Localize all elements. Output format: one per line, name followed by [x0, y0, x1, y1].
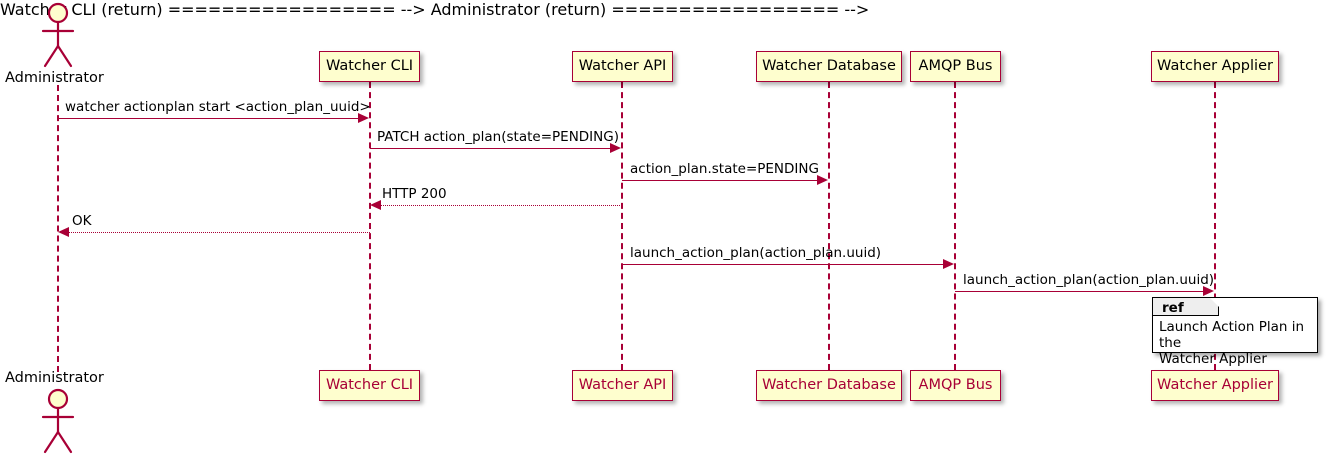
message-line-1	[58, 118, 359, 119]
message-arrowhead-5	[58, 227, 69, 237]
lifeline-watcher-cli	[369, 82, 371, 370]
message-arrowhead-4	[370, 200, 381, 210]
message-line-3	[622, 180, 818, 181]
actor-label-administrator-bottom: Administrator	[5, 370, 104, 386]
message-label-1: watcher actionplan start <action_plan_uu…	[65, 99, 371, 115]
actor-stick-figure-icon	[41, 388, 75, 454]
message-label-4: HTTP 200	[382, 186, 447, 202]
message-label-3: action_plan.state=PENDING	[630, 161, 819, 177]
actor-administrator-top	[30, 2, 88, 72]
actor-label-administrator-top: Administrator	[5, 70, 104, 86]
participant-watcher-cli-bottom[interactable]: Watcher CLI	[319, 370, 420, 401]
message-arrowhead-6	[943, 259, 954, 269]
participant-watcher-database-bottom[interactable]: Watcher Database	[756, 370, 902, 401]
message-label-6: launch_action_plan(action_plan.uuid)	[630, 245, 882, 261]
message-label-2: PATCH action_plan(state=PENDING)	[377, 129, 619, 145]
actor-stick-figure-icon	[41, 2, 75, 68]
message-label-5: OK	[72, 213, 92, 229]
message-line-5	[69, 232, 370, 233]
lifeline-watcher-api	[621, 82, 623, 370]
participant-watcher-database-top[interactable]: Watcher Database	[756, 51, 902, 82]
participant-watcher-applier-bottom[interactable]: Watcher Applier	[1151, 370, 1279, 401]
message-arrowhead-2	[610, 143, 621, 153]
message-line-2	[370, 148, 611, 149]
message-line-7	[955, 291, 1204, 292]
participant-watcher-api-top[interactable]: Watcher API	[572, 51, 673, 82]
message-label-7: launch_action_plan(action_plan.uuid)	[963, 272, 1215, 288]
ref-fragment-tab-label: ref	[1153, 298, 1219, 316]
lifeline-watcher-database	[828, 82, 830, 370]
message-line-4	[381, 205, 622, 206]
participant-amqp-bus-top[interactable]: AMQP Bus	[910, 51, 1001, 82]
lifeline-watcher-applier	[1214, 82, 1216, 370]
participant-watcher-applier-top[interactable]: Watcher Applier	[1151, 51, 1279, 82]
participant-watcher-api-bottom[interactable]: Watcher API	[572, 370, 673, 401]
message-line-6	[622, 264, 944, 265]
message-arrowhead-3	[817, 175, 828, 185]
message-arrowhead-1	[358, 113, 369, 123]
participant-amqp-bus-bottom[interactable]: AMQP Bus	[910, 370, 1001, 401]
ref-fragment: ref Launch Action Plan in the Watcher Ap…	[1152, 297, 1318, 367]
message-arrowhead-7	[1203, 286, 1214, 296]
actor-administrator-bottom	[30, 388, 88, 456]
ref-fragment-body-text: Launch Action Plan in the Watcher Applie…	[1159, 319, 1305, 367]
lifeline-amqp-bus	[954, 82, 956, 370]
participant-watcher-cli-top[interactable]: Watcher CLI	[319, 51, 420, 82]
